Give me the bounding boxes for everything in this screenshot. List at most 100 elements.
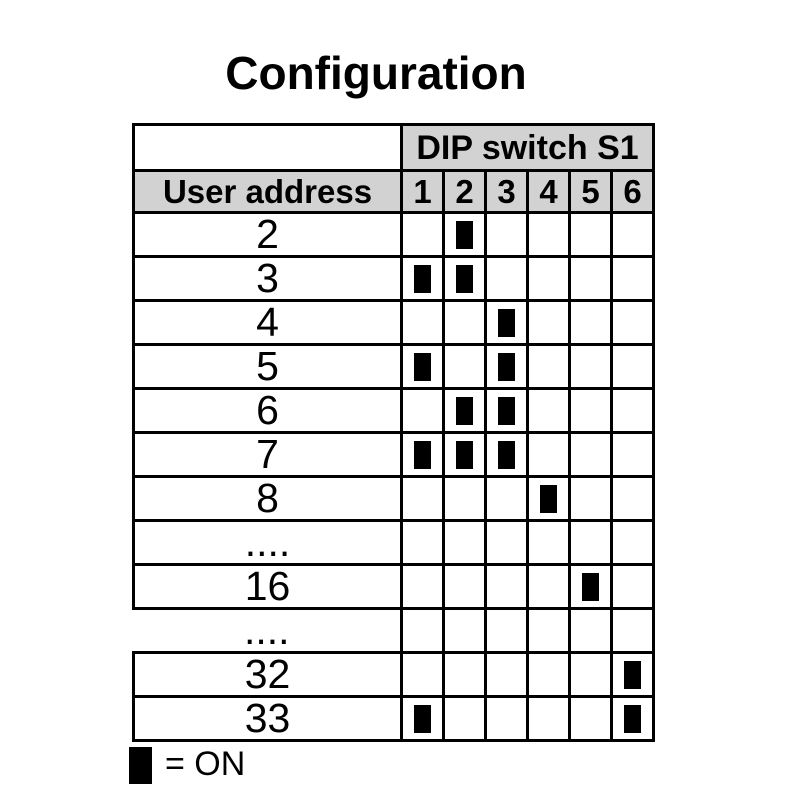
- switch-cell: [610, 343, 655, 390]
- switch-cell: [526, 299, 571, 346]
- switch-cell: [400, 607, 445, 654]
- switch-cell: [442, 211, 487, 258]
- address-cell: 3: [132, 255, 403, 302]
- switch-cell: [442, 607, 487, 654]
- switch-cell: [484, 519, 529, 566]
- address-cell: 16: [132, 563, 403, 610]
- address-cell: 2: [132, 211, 403, 258]
- table-row: 32: [132, 651, 655, 698]
- on-indicator: [540, 484, 557, 513]
- switch-cell: [568, 607, 613, 654]
- switch-cell: [484, 651, 529, 698]
- address-cell: 5: [132, 343, 403, 390]
- table-row: 4: [132, 299, 655, 346]
- switch-cell: [526, 431, 571, 478]
- address-cell: 4: [132, 299, 403, 346]
- switch-cell: [484, 343, 529, 390]
- switch-cell: [400, 255, 445, 302]
- address-cell: 33: [132, 695, 403, 742]
- switch-cell: [400, 475, 445, 522]
- table-row: 33: [132, 695, 655, 742]
- switch-cell: [526, 651, 571, 698]
- row-header-cell: User address: [132, 169, 403, 214]
- on-indicator: [624, 704, 641, 733]
- switch-cell: [484, 431, 529, 478]
- switch-cell: [484, 299, 529, 346]
- on-indicator: [414, 440, 431, 469]
- on-indicator: [456, 264, 473, 293]
- switch-cell: [610, 431, 655, 478]
- switch-cell: [610, 211, 655, 258]
- table-row: 5: [132, 343, 655, 390]
- table-row: 2: [132, 211, 655, 258]
- switch-cell: [526, 519, 571, 566]
- switch-cell: [568, 519, 613, 566]
- on-indicator: [456, 220, 473, 249]
- switch-cell: [484, 695, 529, 742]
- on-square-icon: [129, 747, 152, 784]
- on-indicator: [414, 704, 431, 733]
- switch-cell: [400, 563, 445, 610]
- switch-cell: [484, 607, 529, 654]
- on-indicator: [414, 264, 431, 293]
- on-indicator: [456, 440, 473, 469]
- switch-cell: [610, 299, 655, 346]
- address-cell: 7: [132, 431, 403, 478]
- on-indicator: [456, 396, 473, 425]
- switch-cell: [526, 343, 571, 390]
- switch-column-header: 4: [526, 169, 571, 214]
- table-row: 7: [132, 431, 655, 478]
- table-row: 3: [132, 255, 655, 302]
- switch-cell: [610, 563, 655, 610]
- address-cell: ....: [132, 519, 403, 566]
- switch-cell: [484, 211, 529, 258]
- switch-cell: [526, 211, 571, 258]
- switch-cell: [610, 387, 655, 434]
- switch-cell: [526, 475, 571, 522]
- on-indicator: [498, 308, 515, 337]
- switch-cell: [442, 563, 487, 610]
- switch-cell: [568, 211, 613, 258]
- switch-cell: [442, 299, 487, 346]
- switch-cell: [484, 387, 529, 434]
- switch-cell: [568, 343, 613, 390]
- on-indicator: [498, 352, 515, 381]
- blank-cell: [132, 123, 403, 172]
- address-cell: ....: [133, 607, 403, 654]
- switch-cell: [610, 475, 655, 522]
- address-cell: 8: [132, 475, 403, 522]
- switch-cell: [442, 651, 487, 698]
- legend: = ON: [129, 747, 245, 784]
- table-row: ....: [133, 607, 655, 654]
- group-header-cell: DIP switch S1: [400, 123, 655, 172]
- switch-cell: [442, 387, 487, 434]
- switch-cell: [526, 695, 571, 742]
- switch-cell: [568, 475, 613, 522]
- address-cell: 6: [132, 387, 403, 434]
- switch-cell: [400, 299, 445, 346]
- table-row: 8: [132, 475, 655, 522]
- switch-cell: [526, 563, 571, 610]
- switch-cell: [442, 695, 487, 742]
- switch-column-header: 1: [400, 169, 445, 214]
- switch-cell: [568, 695, 613, 742]
- on-indicator: [414, 352, 431, 381]
- table-row: ....: [132, 519, 655, 566]
- switch-column-header: 5: [568, 169, 613, 214]
- switch-cell: [568, 563, 613, 610]
- switch-cell: [526, 607, 571, 654]
- switch-cell: [400, 519, 445, 566]
- on-indicator: [582, 572, 599, 601]
- switch-cell: [568, 651, 613, 698]
- switch-column-header: 6: [610, 169, 655, 214]
- switch-cell: [400, 343, 445, 390]
- switch-column-header: 3: [484, 169, 529, 214]
- switch-cell: [400, 387, 445, 434]
- switch-cell: [442, 475, 487, 522]
- switch-cell: [442, 343, 487, 390]
- switch-column-header: 2: [442, 169, 487, 214]
- group-header-row: DIP switch S1: [132, 123, 655, 172]
